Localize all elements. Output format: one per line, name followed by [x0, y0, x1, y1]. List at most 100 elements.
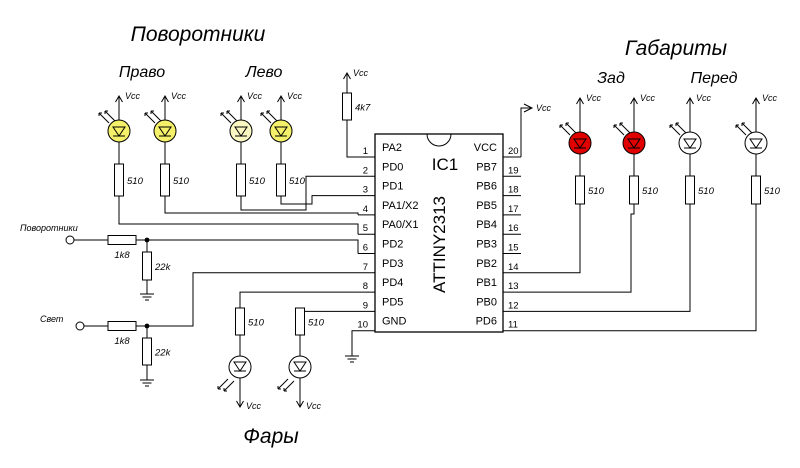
pin-name: PD1 [382, 181, 403, 193]
ground-icon [140, 379, 154, 387]
led-icon [735, 122, 768, 155]
ground-icon [345, 355, 359, 363]
pin-name: PB3 [476, 239, 497, 251]
pin-name: PA1/X2 [382, 200, 419, 212]
diode-icon [274, 126, 288, 137]
light-arrow-icon [277, 378, 289, 390]
marker-resistor [575, 175, 585, 205]
headlight-resistor [295, 307, 305, 336]
light-arrow-icon [98, 112, 110, 124]
pin-number: 15 [508, 243, 519, 254]
pin-name: PD4 [382, 277, 403, 289]
vcc-label: Vcc [306, 401, 322, 411]
vcc-label: Vcc [246, 401, 262, 411]
pin-name: PB4 [476, 219, 497, 231]
pin-number: 3 [363, 185, 368, 196]
led-body [678, 131, 702, 155]
light-arrow-icon [735, 124, 747, 136]
resistor-value: 1k8 [114, 336, 130, 347]
wire [164, 196, 359, 215]
pin-name: PB7 [476, 161, 497, 173]
pin-number: 7 [363, 262, 368, 273]
headlight-resistor [235, 307, 245, 336]
ic-ref: IC1 [432, 155, 458, 174]
pin-number: 4 [363, 204, 368, 215]
vcc-arrow-icon [520, 103, 534, 157]
wire [74, 239, 359, 254]
pin-name: VCC [474, 142, 497, 154]
led-resistor [276, 163, 286, 197]
wire [240, 175, 358, 211]
vcc-label: Vcc [353, 68, 369, 78]
led-resistor [114, 163, 124, 197]
resistor-value: 22k [154, 348, 172, 359]
pin-number: 14 [508, 262, 519, 273]
resistor-value: 510 [173, 176, 190, 187]
pin-name: PB5 [476, 200, 497, 212]
vcc-arrow-icon [115, 95, 123, 113]
vcc-arrow-icon [161, 95, 169, 113]
resistor-value: 4k7 [355, 103, 371, 114]
pin-number: 6 [363, 243, 368, 254]
led-body [228, 355, 252, 379]
diode-icon [234, 126, 248, 137]
pin-name: PD3 [382, 258, 403, 270]
led-body [568, 131, 592, 155]
pin-number: 9 [363, 300, 368, 311]
diode-icon [627, 138, 641, 149]
wire [280, 195, 358, 205]
light-arrow-icon [675, 122, 687, 134]
pullup-resistor [342, 92, 352, 121]
wire [239, 291, 358, 390]
led-icon [144, 110, 177, 143]
light-arrow-icon [559, 124, 571, 136]
pin-number: 20 [508, 146, 519, 157]
resistor-value: 510 [308, 318, 325, 329]
led-resistor [236, 163, 246, 197]
led-body [288, 355, 312, 379]
light-arrow-icon [619, 122, 631, 134]
diode-icon [683, 138, 697, 149]
marker-resistor [685, 175, 695, 205]
pin-name: PA0/X1 [382, 219, 419, 231]
pin-number: 11 [508, 320, 518, 331]
pin-name: PB6 [476, 181, 497, 193]
pin-number: 10 [357, 320, 368, 331]
resistor-value: 510 [127, 176, 144, 187]
pin-number: 1 [363, 146, 368, 157]
vcc-arrow-icon [296, 390, 304, 408]
led-icon [559, 122, 592, 155]
led-icon [613, 122, 646, 155]
vcc-arrow-icon [630, 97, 638, 115]
ic-part: ATTINY2313 [430, 196, 449, 293]
resistor-value: 510 [698, 186, 715, 197]
light-arrow-icon [565, 122, 577, 134]
light-arrow-icon [260, 112, 272, 124]
resistor-value: 510 [588, 186, 605, 197]
light-arrow-icon [150, 110, 162, 122]
resistor-value: 510 [249, 176, 266, 187]
light-arrow-icon [144, 112, 156, 124]
diode-icon [158, 126, 172, 137]
series-resistor [107, 321, 137, 331]
wire [118, 196, 359, 235]
light-arrow-icon [283, 380, 295, 392]
resistor-value: 510 [642, 186, 659, 197]
pin-number: 13 [508, 281, 519, 292]
led-resistor [160, 163, 170, 197]
resistor-value: 510 [248, 318, 265, 329]
light-arrow-icon [223, 380, 235, 392]
pin-number: 16 [508, 223, 519, 234]
resistor-value: 22k [154, 262, 172, 273]
wire [521, 204, 635, 293]
wire [351, 330, 358, 356]
pin-name: PB2 [476, 258, 497, 270]
pin-name: PA2 [382, 142, 402, 154]
marker-resistor [629, 175, 639, 205]
diode-icon [112, 126, 126, 137]
vcc-arrow-icon [686, 97, 694, 115]
led-body [744, 131, 768, 155]
light-arrow-icon [104, 110, 116, 122]
pin-number: 2 [363, 165, 368, 176]
